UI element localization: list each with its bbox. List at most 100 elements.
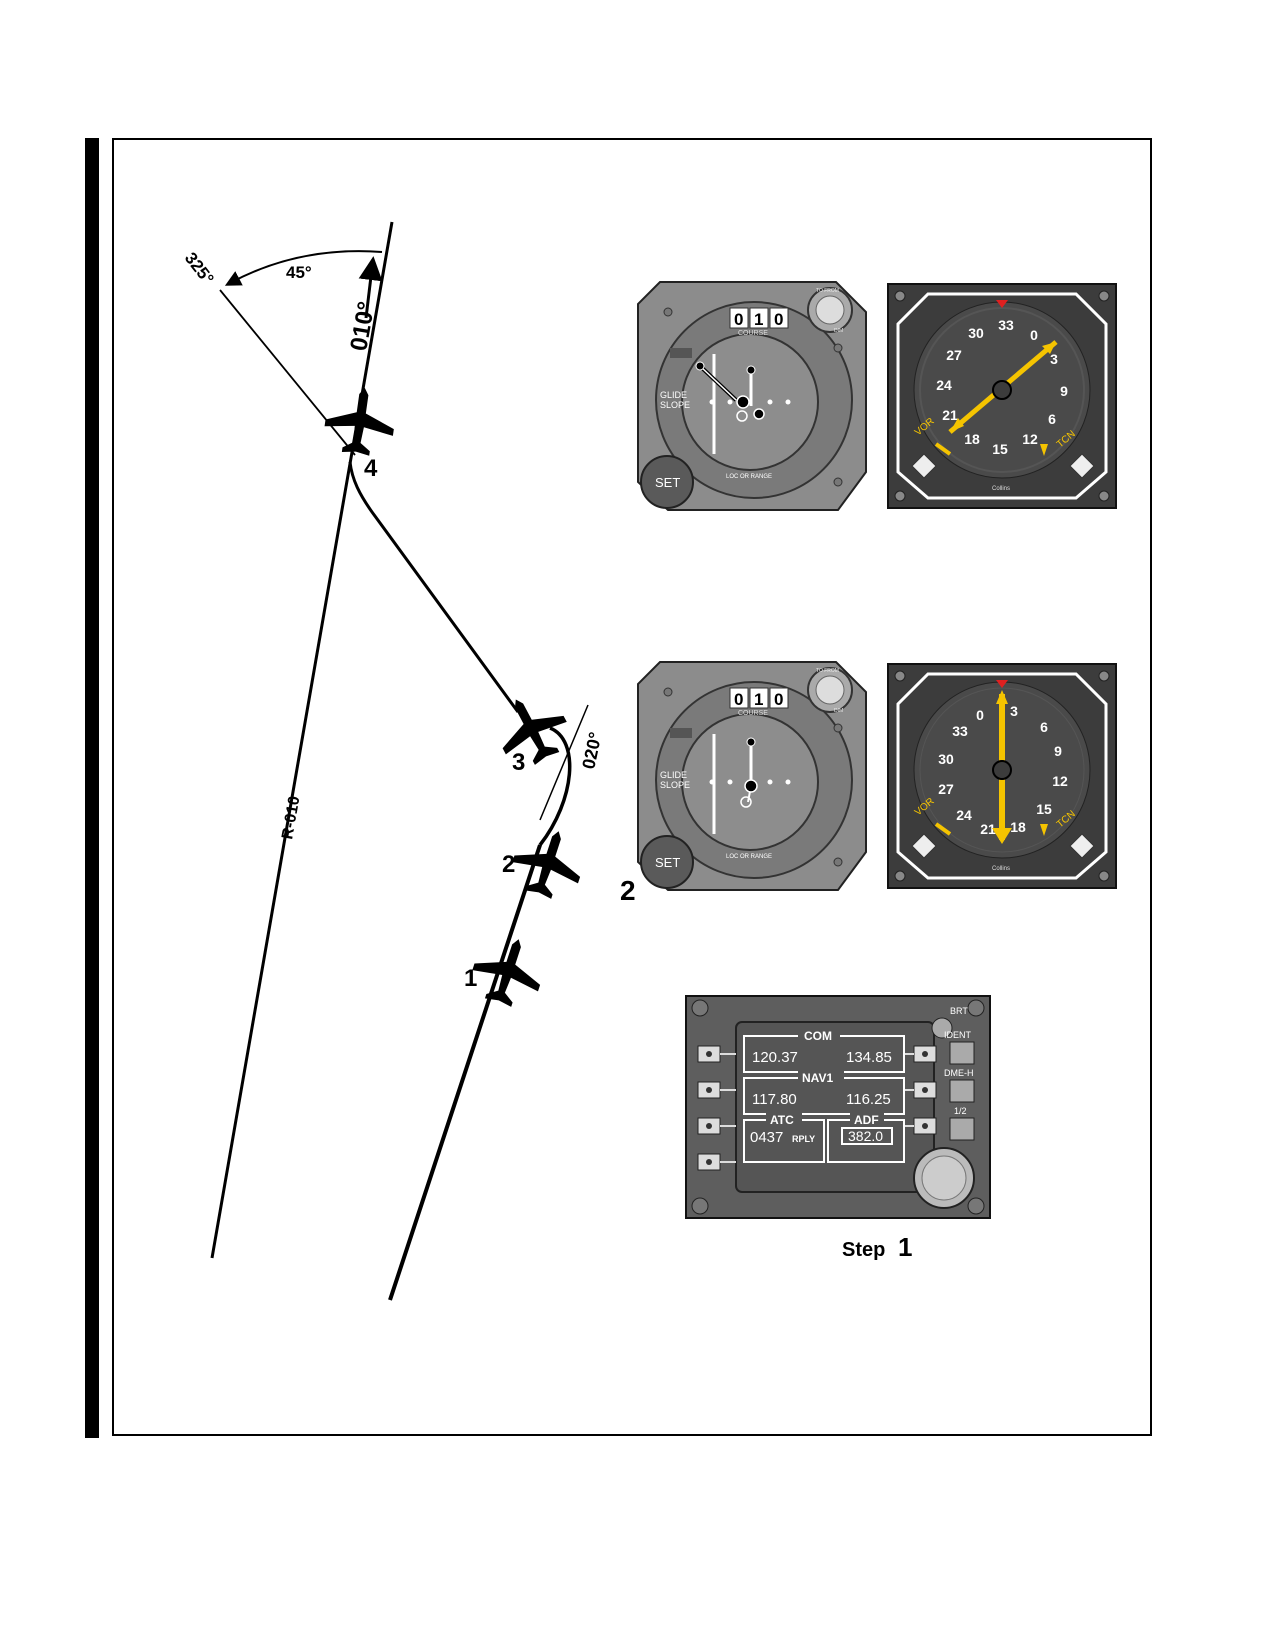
rmi-top-card-12: 12 <box>1022 431 1038 447</box>
cdi-top-course-digit-2: 1 <box>754 310 763 329</box>
cdi-top-course-label: COURSE <box>738 330 768 337</box>
rmi-bottom-card-27: 27 <box>938 781 954 797</box>
nav-active-freq: 117.80 <box>752 1091 797 1108</box>
ident-label: IDENT <box>944 1030 972 1040</box>
rmi-bottom-card-30: 30 <box>938 751 954 767</box>
rmi-bottom-card-24: 24 <box>956 807 972 823</box>
com-title: COM <box>804 1029 832 1043</box>
instrument-step-2-label: 2 <box>620 875 636 906</box>
rmi-top-card-27: 27 <box>946 347 962 363</box>
left-margin-bar <box>85 138 99 1438</box>
rmi-top-vor-knob[interactable] <box>911 453 937 479</box>
cdi-bottom-course-digit-1: 0 <box>734 690 743 709</box>
rmi-bottom-card-18: 18 <box>1010 819 1026 835</box>
half-button[interactable] <box>949 1117 975 1141</box>
com-active-freq: 120.37 <box>752 1049 798 1066</box>
cdi-top-loc-label: LOC OR RANGE <box>726 474 772 480</box>
rmi-top-lubber-icon <box>996 300 1008 308</box>
rmi-top-card-15: 15 <box>992 441 1008 457</box>
aircraft-track-turn <box>538 726 572 847</box>
cdi-top-set-button[interactable]: SET <box>655 475 680 490</box>
angle-45-label: 45° <box>286 263 312 282</box>
aircraft-position-4-icon <box>321 383 399 459</box>
left-select-keys <box>697 1045 736 1171</box>
cdi-top-dim-label: DIM <box>834 328 843 334</box>
figure-frame <box>112 138 1152 1436</box>
cdi-top-to-from-label: TO FROM <box>816 288 839 294</box>
cdi-bottom-dim-label: DIM <box>834 708 843 714</box>
adf-title: ADF <box>854 1113 879 1127</box>
position-3-label: 3 <box>512 749 525 776</box>
cdi-bottom-to-from-label: TO FROM <box>816 668 839 674</box>
rmi-top-card-24: 24 <box>936 377 952 393</box>
heading-020-label: 020° <box>578 730 605 771</box>
cdi-bottom-course-digit-2: 1 <box>754 690 763 709</box>
com-standby-freq: 134.85 <box>846 1049 892 1066</box>
heading-020-line <box>539 704 589 821</box>
nav-title: NAV1 <box>802 1071 833 1085</box>
rmi-bottom-tcn-knob[interactable] <box>1069 833 1095 859</box>
cdi-bottom-glide-label-1: GLIDE <box>660 770 687 780</box>
step-caption-number: 1 <box>898 1232 912 1262</box>
rmi-bottom-card-0: 0 <box>976 707 984 723</box>
position-1-label: 1 <box>464 965 477 992</box>
angle-arc <box>224 250 383 286</box>
nav-standby-freq: 116.25 <box>846 1091 891 1108</box>
brt-label: BRT <box>950 1006 968 1016</box>
cdi-instrument-top: 0 1 0 COURSE GLIDE SLOPE TO FROM DIM SET… <box>637 281 867 511</box>
aircraft-track-lower <box>388 844 542 1301</box>
rmi-bottom-card-21: 21 <box>980 821 996 837</box>
cdi-top-course-digit-1: 0 <box>734 310 743 329</box>
dme-h-label: DME-H <box>944 1068 974 1078</box>
bearing-325-label: 325° <box>181 249 218 289</box>
rmi-top-card-21: 21 <box>942 407 958 423</box>
rmi-top-card-0: 0 <box>1030 327 1038 343</box>
rmi-top-card-6: 6 <box>1048 411 1056 427</box>
cdi-instrument-bottom: 0 1 0 COURSE GLIDE SLOPE TO FROM DIM SET… <box>637 661 867 891</box>
rmi-bottom-vor-knob[interactable] <box>911 833 937 859</box>
brightness-knob[interactable] <box>931 1017 953 1039</box>
rmi-top-card-33: 33 <box>998 317 1014 333</box>
heading-010-arrow <box>358 256 383 319</box>
step-caption-word: Step <box>842 1239 885 1261</box>
adf-freq: 382.0 <box>848 1128 883 1144</box>
atc-code: 0437 <box>750 1129 783 1146</box>
right-select-keys <box>904 1045 937 1135</box>
rmi-instrument-top: 33 30 27 24 21 18 15 12 9 6 3 0 VOR TCN … <box>887 283 1117 509</box>
rmi-bottom-card-3: 3 <box>1010 703 1018 719</box>
position-2-label: 2 <box>502 851 515 878</box>
rmi-bottom-card-6: 6 <box>1040 719 1048 735</box>
cdi-top-course-digit-3: 0 <box>774 310 783 329</box>
navigation-diagram: 325° 45° 010° 020° R-010 1 2 3 4 <box>181 221 606 1301</box>
cdi-bottom-set-button[interactable]: SET <box>655 855 680 870</box>
rmi-top-card-18: 18 <box>964 431 980 447</box>
rmi-bottom-brand: Collins <box>992 866 1010 872</box>
rmi-top-brand: Collins <box>992 486 1010 492</box>
position-4-label: 4 <box>364 455 378 482</box>
aircraft-position-3-icon <box>485 683 578 775</box>
cdi-bottom-glide-label-2: SLOPE <box>660 780 690 790</box>
ident-button[interactable] <box>949 1041 975 1065</box>
rmi-bottom-card-15: 15 <box>1036 801 1052 817</box>
cdi-top-glide-label-2: SLOPE <box>660 400 690 410</box>
cdi-bottom-course-label: COURSE <box>738 710 768 717</box>
radio-control-panel: COM 120.37 134.85 NAV1 117.80 116.25 ATC… <box>685 995 991 1219</box>
cdi-bottom-course-digit-3: 0 <box>774 690 783 709</box>
rmi-bottom-card-9: 9 <box>1054 743 1062 759</box>
rmi-bottom-card-12: 12 <box>1052 773 1068 789</box>
cdi-top-glide-label-1: GLIDE <box>660 390 687 400</box>
heading-010-label: 010° <box>345 299 380 353</box>
bearing-325-line <box>219 289 356 456</box>
cdi-bottom-loc-label: LOC OR RANGE <box>726 854 772 860</box>
radial-line <box>210 221 394 1259</box>
atc-reply: RPLY <box>792 1134 815 1144</box>
rmi-top-tcn-knob[interactable] <box>1069 453 1095 479</box>
rmi-bottom-card-33: 33 <box>952 723 968 739</box>
rmi-top-card-30: 30 <box>968 325 984 341</box>
atc-title: ATC <box>770 1113 794 1127</box>
half-label: 1/2 <box>954 1106 967 1116</box>
dme-h-button[interactable] <box>949 1079 975 1103</box>
rmi-top-card-3: 3 <box>1050 351 1058 367</box>
radial-label: R-010 <box>279 795 303 841</box>
